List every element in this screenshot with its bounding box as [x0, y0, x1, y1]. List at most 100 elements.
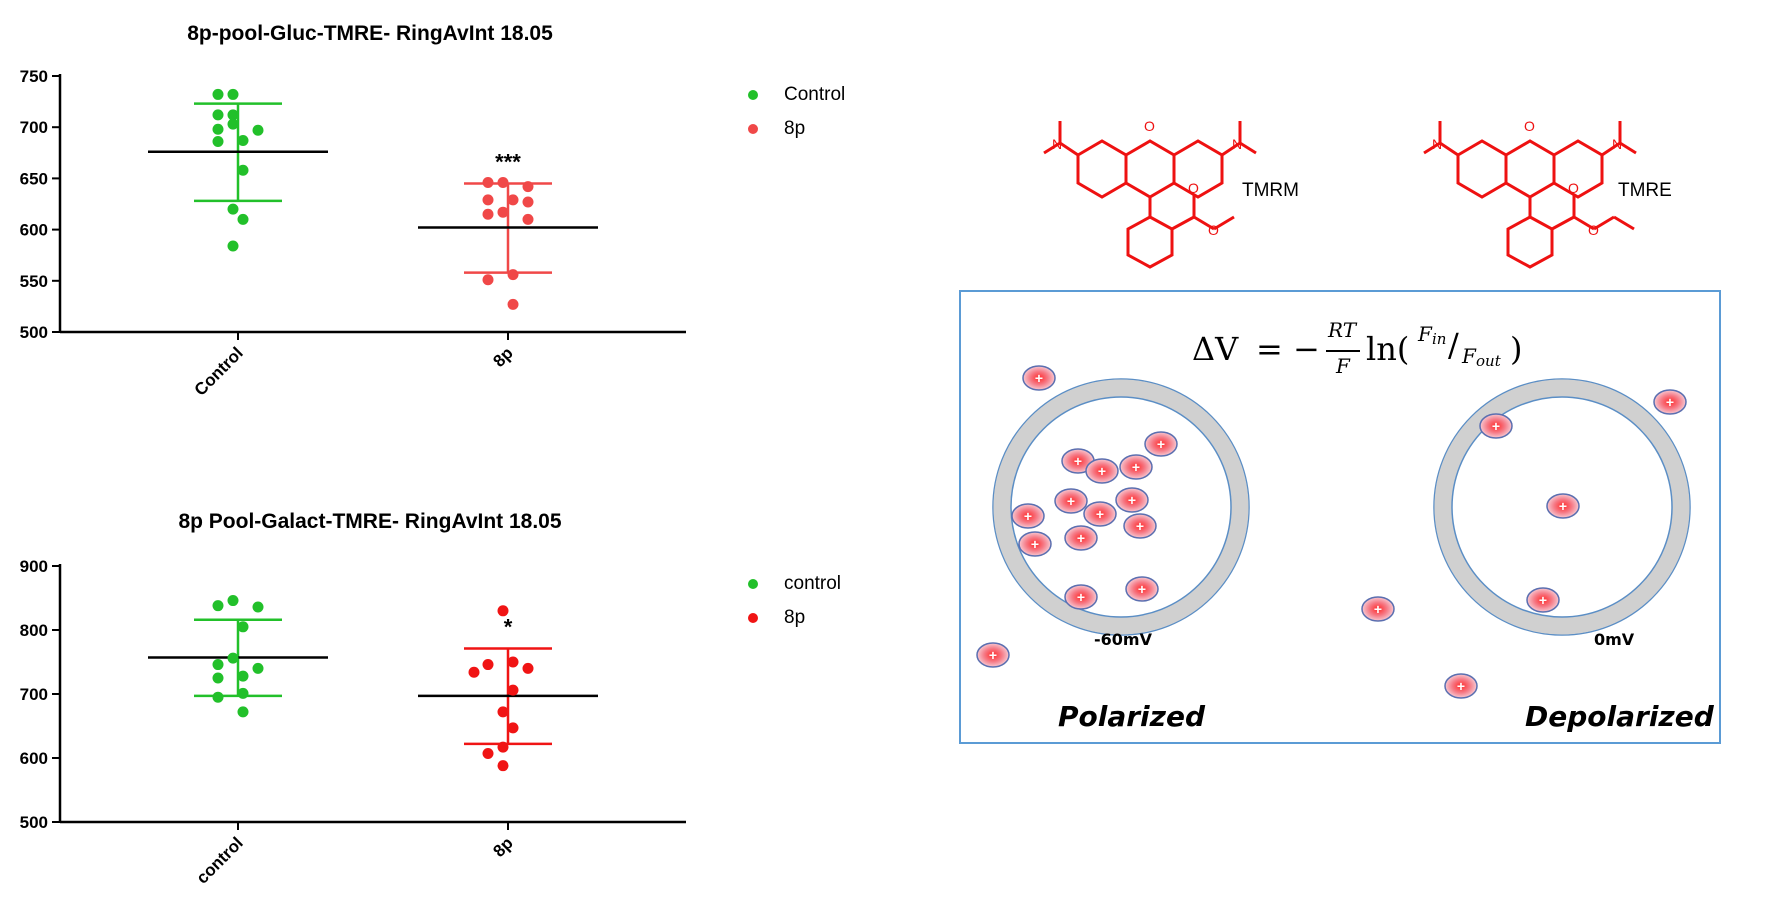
y-tick-label: 500	[20, 323, 48, 342]
polarized-membrane	[993, 379, 1249, 635]
data-point	[227, 109, 239, 121]
y-tick-label: 800	[20, 621, 48, 640]
legend-marker-8p	[748, 124, 758, 134]
y-tick-label: 500	[20, 813, 48, 832]
chart1-title: 8p-pool-Gluc-TMRE- RingAvInt 18.05	[187, 22, 553, 45]
legend-item-8p-2: 8p	[748, 601, 841, 635]
data-point	[482, 194, 494, 206]
tmrm-label: TMRM	[1242, 180, 1299, 201]
cation-plus-sign: +	[1457, 678, 1465, 694]
cation-ion	[1123, 513, 1157, 539]
tmre-label: TMRE	[1618, 180, 1672, 201]
cation-plus-sign: +	[989, 647, 997, 663]
y-tick-label: 700	[20, 118, 48, 137]
data-point	[482, 208, 494, 220]
chart2-title: 8p Pool-Galact-TMRE- RingAvInt 18.05	[178, 510, 562, 533]
data-point	[522, 181, 534, 193]
legend-item-control: Control	[748, 78, 845, 112]
cation-ion	[1064, 525, 1098, 551]
eq-f: F	[1336, 354, 1350, 378]
data-point	[252, 124, 264, 136]
data-point	[507, 194, 519, 206]
y-tick-label: 750	[20, 67, 48, 86]
depolarized-membrane	[1434, 379, 1690, 635]
cation-ion	[976, 642, 1010, 668]
cation-plus-sign: +	[1136, 518, 1144, 534]
data-point	[237, 687, 249, 699]
data-point	[468, 666, 480, 678]
data-point	[212, 672, 224, 684]
cation-ion	[1479, 413, 1513, 439]
data-point	[497, 741, 509, 753]
data-point	[507, 269, 519, 281]
data-point	[227, 88, 239, 100]
cation-ion	[1011, 503, 1045, 529]
cation-ion	[1083, 501, 1117, 527]
data-point	[482, 748, 494, 760]
y-tick-label: 650	[20, 169, 48, 188]
data-point	[237, 164, 249, 176]
y-tick-label: 700	[20, 685, 48, 704]
svg-text:N: N	[1052, 136, 1062, 152]
legend-item-control-2: control	[748, 567, 841, 601]
cation-plus-sign: +	[1077, 530, 1085, 546]
cation-plus-sign: +	[1492, 418, 1500, 434]
data-point	[212, 109, 224, 121]
data-point	[482, 659, 494, 671]
x-tick-label: 8p	[489, 833, 516, 860]
eq-ln: ln(	[1366, 330, 1410, 368]
cation-ion	[1085, 458, 1119, 484]
data-point	[237, 670, 249, 682]
data-point	[522, 213, 534, 225]
cation-ion	[1653, 389, 1687, 415]
eq-fraction-bar	[1326, 350, 1360, 352]
polarized-mitochondrion	[992, 378, 1250, 636]
chart1-legend: Control 8p	[748, 78, 845, 146]
cation-plus-sign: +	[1128, 492, 1136, 508]
cation-plus-sign: +	[1074, 453, 1082, 469]
svg-text:N: N	[1232, 136, 1242, 152]
cation-plus-sign: +	[1067, 493, 1075, 509]
data-point	[237, 621, 249, 633]
data-point	[252, 662, 264, 674]
svg-text:O: O	[1144, 118, 1155, 134]
data-point	[252, 601, 264, 613]
eq-fin-sub: in	[1432, 330, 1447, 348]
data-point	[227, 203, 239, 215]
nernst-equation: ΔV = − RT F ln( F in / F out )	[1192, 318, 1552, 388]
legend-marker-control	[748, 90, 758, 100]
data-point	[482, 176, 494, 188]
cation-plus-sign: +	[1666, 394, 1674, 410]
svg-text:O: O	[1588, 222, 1599, 238]
cation-ion	[1546, 493, 1580, 519]
svg-text:N: N	[1612, 136, 1622, 152]
cation-plus-sign: +	[1035, 370, 1043, 386]
data-point	[497, 605, 509, 617]
svg-text:O: O	[1568, 180, 1579, 196]
y-tick-label: 550	[20, 272, 48, 291]
data-point	[507, 722, 519, 734]
cation-plus-sign: +	[1132, 459, 1140, 475]
data-point	[237, 706, 249, 718]
cation-plus-sign: +	[1024, 508, 1032, 524]
eq-delta-v: ΔV	[1192, 330, 1239, 368]
data-point	[227, 240, 239, 252]
x-tick-label: control	[193, 833, 247, 887]
cation-ion	[1144, 431, 1178, 457]
cation-ion	[1064, 584, 1098, 610]
data-point	[237, 213, 249, 225]
cation-plus-sign: +	[1539, 592, 1547, 608]
polarized-label: Polarized	[1058, 700, 1205, 733]
data-point	[227, 595, 239, 607]
cation-plus-sign: +	[1157, 436, 1165, 452]
cation-ion	[1125, 576, 1159, 602]
legend-item-8p: 8p	[748, 112, 845, 146]
membrane-potential-panel	[959, 290, 1721, 744]
eq-slash: /	[1448, 326, 1459, 364]
eq-fout-sub: out	[1476, 352, 1501, 370]
x-tick-label: 8p	[489, 343, 516, 370]
svg-text:O: O	[1524, 118, 1535, 134]
data-point	[507, 656, 519, 668]
depolarized-voltage: 0mV	[1594, 630, 1635, 649]
